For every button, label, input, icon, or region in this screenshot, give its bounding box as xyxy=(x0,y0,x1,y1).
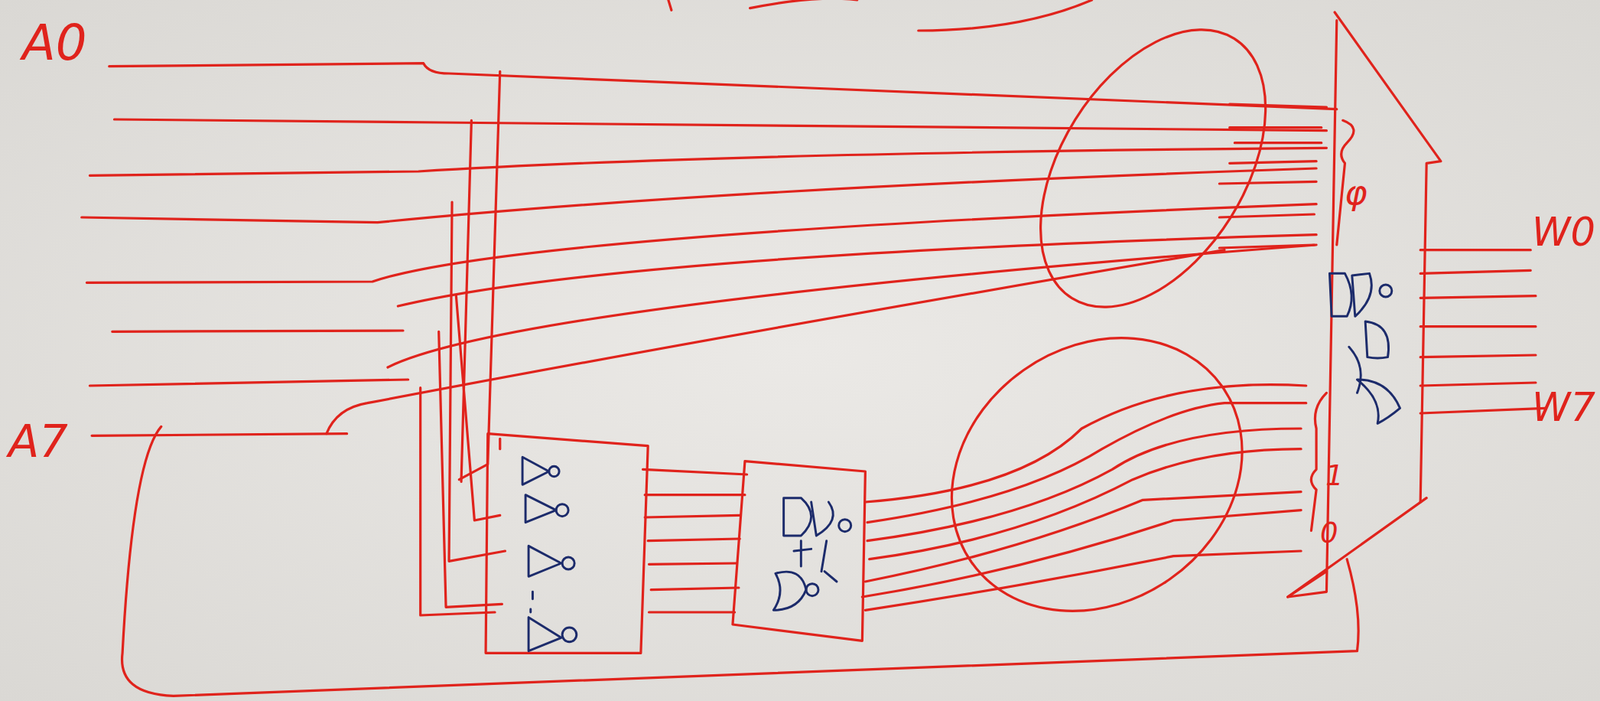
signal-label: 1 xyxy=(1325,461,1344,490)
signal-label: W0 xyxy=(1531,212,1596,252)
signal-label: A7 xyxy=(8,418,69,464)
signal-label: φ xyxy=(1344,175,1368,210)
signal-label: A0 xyxy=(22,18,88,68)
signal-label: 0 xyxy=(1320,518,1339,547)
signal-label: W7 xyxy=(1531,387,1596,427)
